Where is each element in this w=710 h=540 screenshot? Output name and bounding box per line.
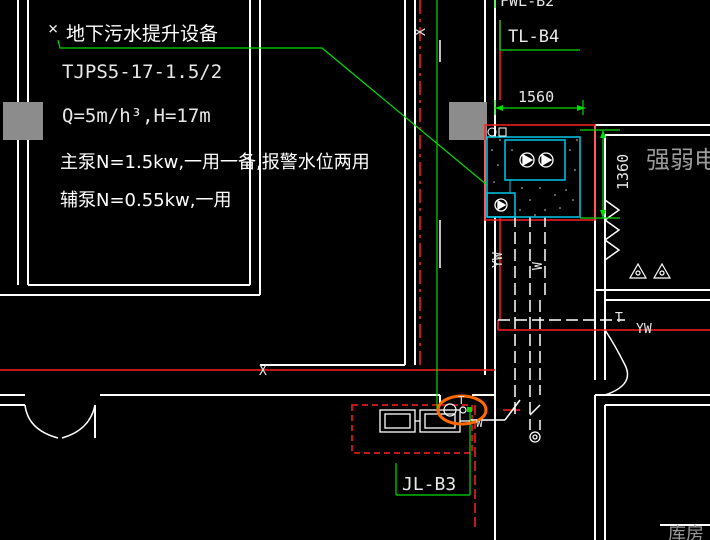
- valve-marker: [443, 403, 472, 417]
- pipe-label-t-right: T: [615, 311, 623, 326]
- equipment-model: TJPS5-17-1.5/2: [62, 61, 222, 83]
- column-block-left: [3, 102, 43, 140]
- gate-valve-icon: [487, 127, 507, 137]
- dashed-pipes: [498, 215, 625, 430]
- pipe-label-yw-vertical: YW: [491, 252, 506, 268]
- highlight-circle: [436, 394, 488, 426]
- room-label-right: 强弱电: [646, 146, 710, 174]
- pipe-label-x-horizontal: X: [259, 364, 267, 379]
- pipe-label-w-vertical: W: [531, 262, 546, 270]
- pump-icon: [494, 198, 508, 212]
- pump-icon: [519, 152, 535, 168]
- green-lines: [57, 0, 620, 496]
- column-block-middle: [449, 102, 487, 140]
- pipe-label-x-vertical: X: [414, 28, 429, 36]
- pipe-label-yw-right: YW: [636, 322, 652, 337]
- aux-pump-spec: 辅泵N=0.55kw,一用: [60, 190, 232, 211]
- pipe-label-fwl: FWL-B2: [500, 0, 554, 10]
- door-arcs: [24, 199, 629, 439]
- dimension-ticks: [495, 105, 606, 218]
- dimension-width: 1560: [518, 88, 554, 106]
- flow-head-spec: Q=5m/h³,H=17m: [62, 105, 211, 127]
- equipment-title: 地下污水提升设备: [66, 23, 218, 45]
- pump-pit: [486, 127, 581, 218]
- valve-label-t: T: [458, 394, 465, 407]
- warning-icon: [628, 262, 648, 279]
- dimension-height: 1360: [614, 154, 632, 190]
- pump-icon: [538, 152, 554, 168]
- room-label-bottom-right: 库房: [668, 524, 704, 540]
- main-pump-spec: 主泵N=1.5kw,一用一备,报警水位两用: [60, 152, 370, 173]
- leader-marker: ×: [48, 19, 58, 39]
- valve-label-w: W: [476, 417, 483, 430]
- floor-drain-icon: [529, 431, 541, 443]
- pipe-label-jl: JL-B3: [402, 474, 456, 495]
- warning-icon: [652, 262, 672, 279]
- pipe-label-tl: TL-B4: [508, 27, 559, 47]
